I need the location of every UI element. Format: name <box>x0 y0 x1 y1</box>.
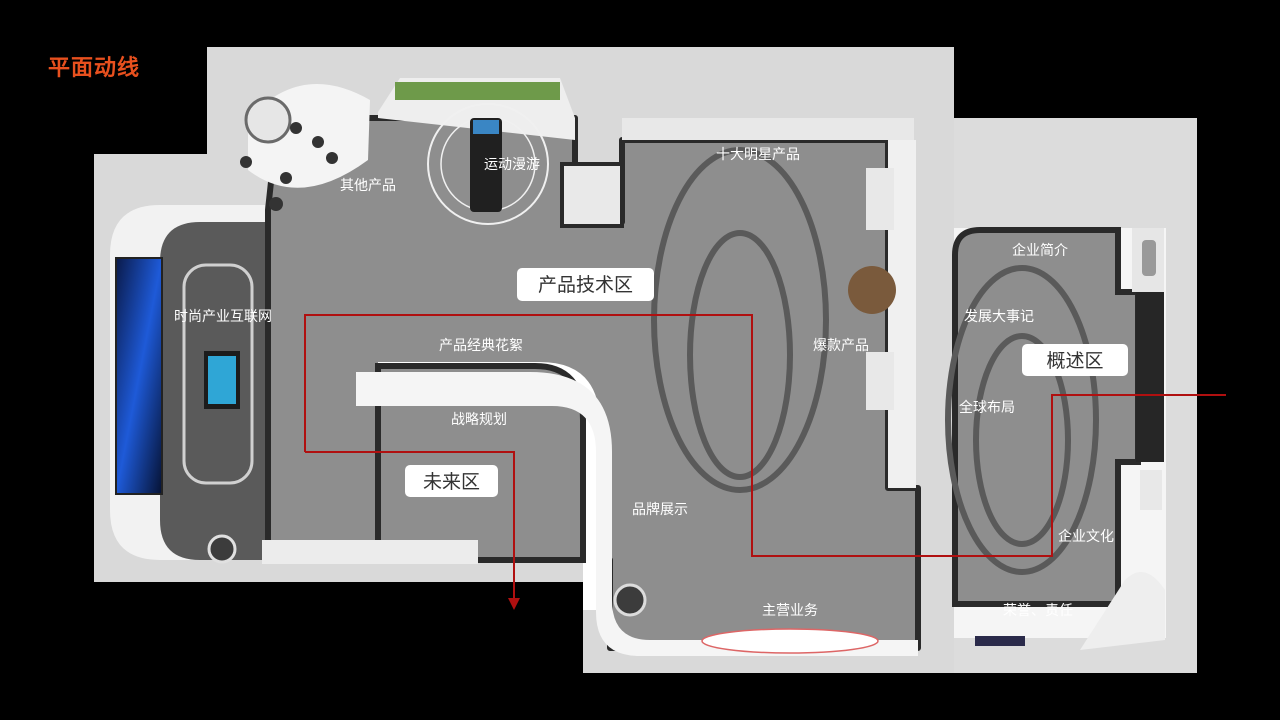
label-classic-highlights: 产品经典花絮 <box>439 337 523 354</box>
svg-text:概述区: 概述区 <box>1046 350 1103 372</box>
label-corporate-culture: 企业文化 <box>1058 528 1114 545</box>
zone-badge-overview: 概述区 <box>1022 344 1128 376</box>
label-milestones: 发展大事记 <box>964 309 1034 325</box>
route-exit-arrow <box>305 451 520 610</box>
label-hot-products: 爆款产品 <box>813 338 869 354</box>
page-title: 平面动线 <box>48 56 141 81</box>
overview-room <box>945 227 1166 650</box>
label-honor-responsibility: 荣誉、责任 <box>1003 603 1073 619</box>
label-fashion-internet: 时尚产业互联网 <box>174 309 272 325</box>
label-brand-display: 品牌展示 <box>632 501 688 518</box>
fashion-bay <box>110 205 268 564</box>
label-sports-roaming: 运动漫游 <box>484 157 540 173</box>
label-global-layout: 全球布局 <box>959 399 1015 416</box>
zone-badge-future: 未来区 <box>405 465 498 497</box>
main-oval-track <box>651 147 829 493</box>
route-line <box>304 314 1226 557</box>
svg-text:产品技术区: 产品技术区 <box>538 274 633 296</box>
zone-badge-product-tech: 产品技术区 <box>517 268 654 301</box>
label-main-business: 主营业务 <box>762 603 818 619</box>
sports-roaming-display <box>378 78 575 225</box>
label-other-products: 其他产品 <box>340 178 396 194</box>
svg-text:未来区: 未来区 <box>423 471 480 493</box>
other-products-display <box>240 84 370 211</box>
label-company-intro: 企业简介 <box>1012 242 1068 259</box>
label-top-ten-products: 十大明星产品 <box>716 147 800 163</box>
label-strategy-planning: 战略规划 <box>451 412 507 428</box>
